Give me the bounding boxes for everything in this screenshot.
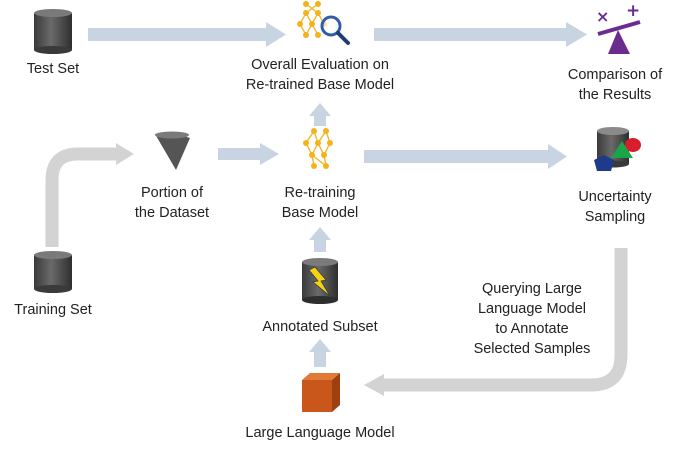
arrow-retraining-to-evaluation <box>309 103 331 126</box>
test-set-database-icon <box>34 9 72 54</box>
portion-line-2: the Dataset <box>134 205 210 221</box>
retraining-line-1: Re-training <box>284 185 356 201</box>
neural-network-search-icon <box>297 1 350 45</box>
uncertainty-line-1: Uncertainty <box>578 189 652 205</box>
llm-label: Large Language Model <box>245 425 395 441</box>
balance-scale-icon: × + <box>596 1 641 54</box>
comparison-line-1: Comparison of <box>567 67 663 83</box>
svg-text:×: × <box>596 7 609 26</box>
cone-icon <box>155 131 190 170</box>
neural-network-icon <box>303 128 333 169</box>
querying-line-3: to Annotate <box>495 321 569 337</box>
arrow-retraining-to-uncertainty <box>364 144 567 169</box>
training-set-database-icon <box>34 251 72 293</box>
comparison-label: Comparison of the Results <box>555 65 675 105</box>
querying-line-1: Querying Large <box>482 281 582 297</box>
portion-line-1: Portion of <box>140 185 204 201</box>
portion-label: Portion of the Dataset <box>117 183 227 223</box>
querying-label: Querying Large Language Model to Annotat… <box>452 279 612 359</box>
arrow-uncertainty-to-llm <box>364 248 628 396</box>
uncertainty-label: Uncertainty Sampling <box>560 187 670 227</box>
retraining-line-2: Base Model <box>281 205 359 221</box>
overall-evaluation-line-1: Overall Evaluation on <box>251 57 389 73</box>
arrow-llm-to-annotated <box>309 339 331 367</box>
svg-text:+: + <box>626 1 640 21</box>
querying-line-4: Selected Samples <box>473 341 591 357</box>
training-set-label: Training Set <box>14 302 92 318</box>
arrow-annotated-to-retraining <box>309 227 331 252</box>
comparison-line-2: the Results <box>578 87 652 103</box>
querying-line-2: Language Model <box>477 301 587 317</box>
lightning-database-icon <box>302 258 338 304</box>
arrow-portion-to-retraining <box>218 143 279 165</box>
cube-icon <box>302 373 340 412</box>
overall-evaluation-label: Overall Evaluation on Re-trained Base Mo… <box>225 55 415 95</box>
annotated-subset-label: Annotated Subset <box>262 319 378 335</box>
arrow-evaluation-to-comparison <box>374 22 587 47</box>
overall-evaluation-line-2: Re-trained Base Model <box>245 77 395 93</box>
uncertainty-line-2: Sampling <box>584 209 646 225</box>
arrow-testset-to-evaluation <box>88 22 286 47</box>
test-set-label: Test Set <box>26 61 80 77</box>
retraining-label: Re-training Base Model <box>265 183 375 223</box>
shapes-database-icon <box>594 127 641 171</box>
arrow-training-to-portion <box>45 143 134 247</box>
